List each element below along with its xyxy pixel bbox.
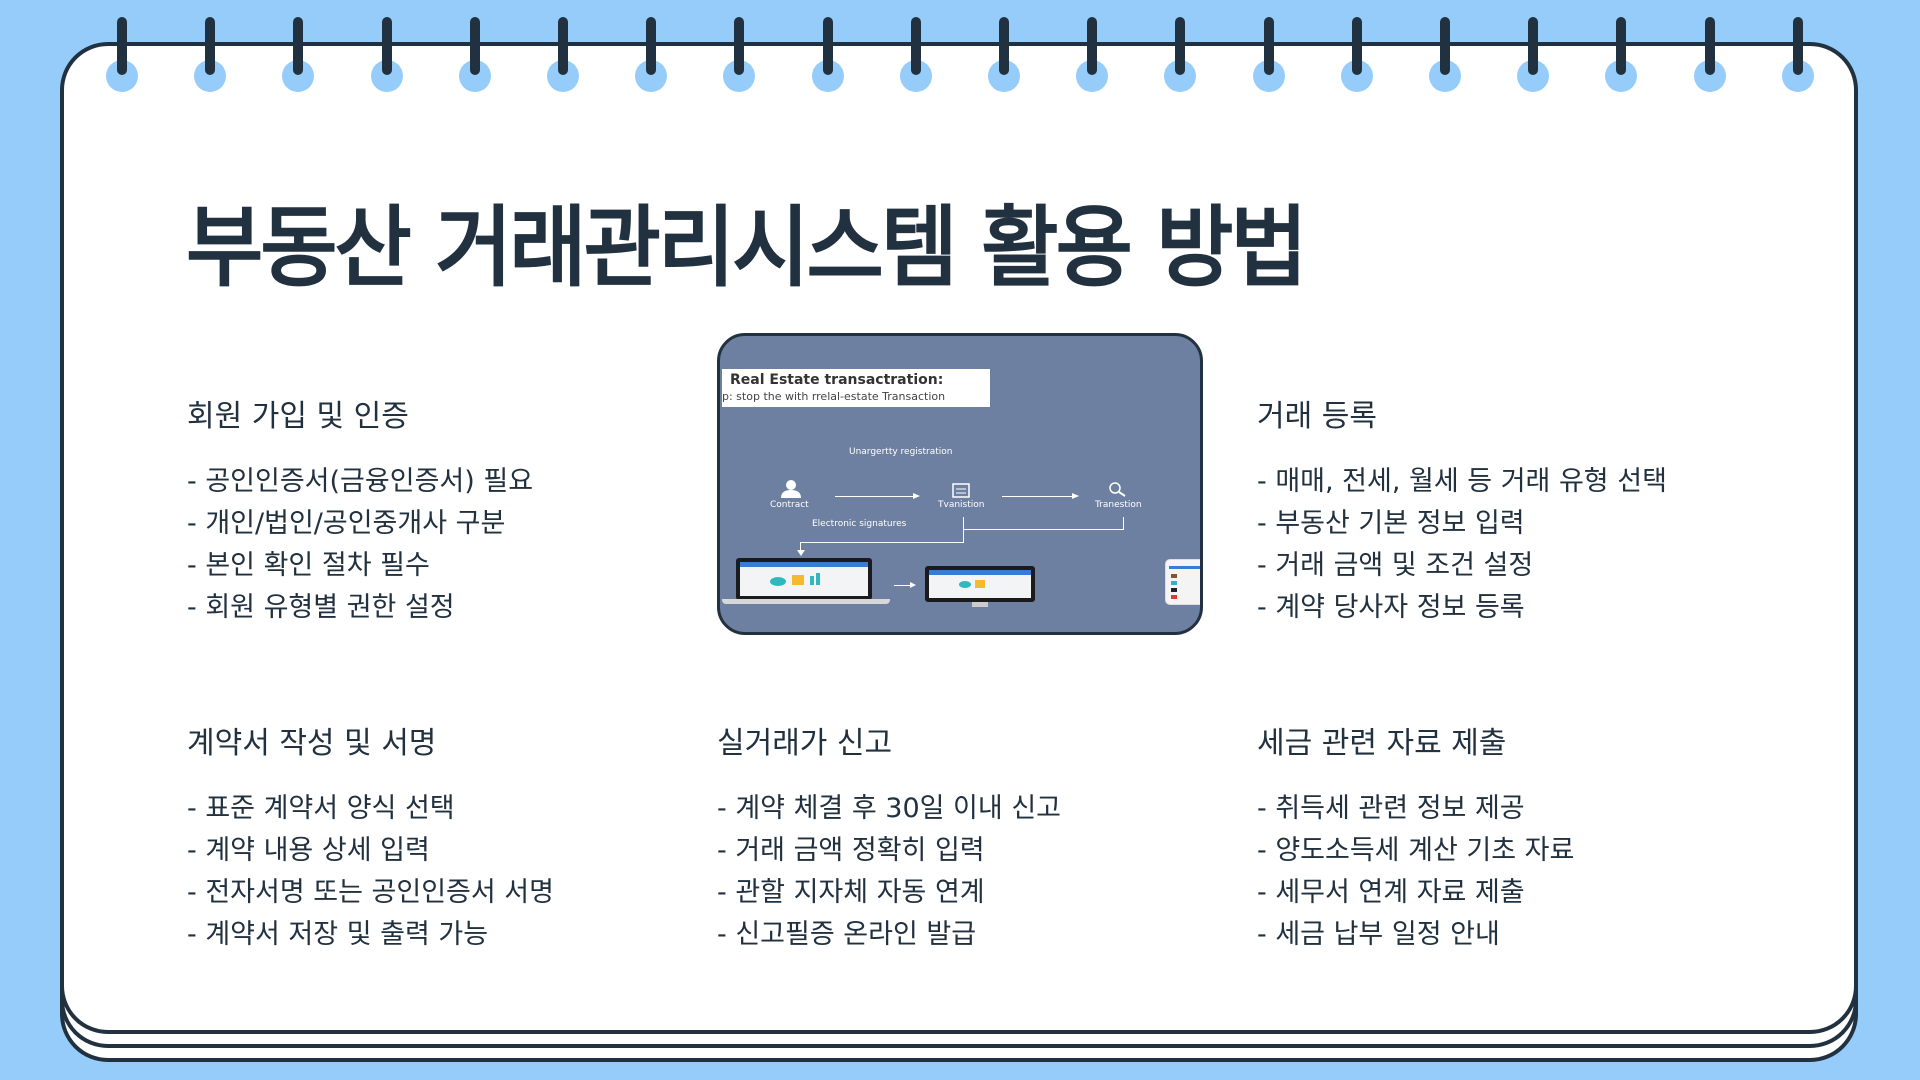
arrow-right (835, 496, 915, 497)
arrow-right (894, 585, 912, 586)
section-heading: 회원 가입 및 인증 (187, 399, 409, 434)
section-report: 실거래가 신고 - 계약 체결 후 30일 이내 신고 - 거래 금액 정확히 … (717, 726, 1061, 956)
spiral-ring-icon (1340, 0, 1373, 100)
spiral-ring-icon (899, 0, 932, 100)
spiral-ring-icon (1076, 0, 1109, 100)
spiral-ring-icon (106, 0, 138, 100)
diagram-label: Real Estate transactration: p: stop the … (722, 369, 990, 407)
spiral-ring-icon (458, 0, 491, 100)
connector-line (963, 529, 1124, 530)
connector-line (1123, 517, 1124, 530)
list-item: - 취득세 관련 정보 제공 (1257, 793, 1525, 824)
spiral-ring-icon (988, 0, 1020, 100)
user-icon (781, 480, 801, 498)
spiral-ring-icon (1252, 0, 1285, 100)
spiral-ring-icon (1781, 0, 1814, 100)
search-icon (1109, 482, 1126, 497)
arrow-head-icon (913, 493, 920, 499)
spiral-ring-icon (370, 0, 403, 100)
spiral-ring-icon (1693, 0, 1726, 100)
page-title: 부동산 거래관리시스템 활용 방법 (186, 195, 1308, 299)
list-item: - 세무서 연계 자료 제출 (1257, 877, 1525, 908)
list-item: - 개인/법인/공인중개사 구분 (187, 508, 506, 539)
section-tax: 세금 관련 자료 제출 - 취득세 관련 정보 제공 - 양도소득세 계산 기초… (1257, 726, 1574, 956)
section-heading: 계약서 작성 및 서명 (187, 726, 437, 761)
list-item: - 표준 계약서 양식 선택 (187, 793, 455, 824)
list-item: - 회원 유형별 권한 설정 (187, 592, 455, 623)
diagram-node-contract: Contract (770, 500, 809, 510)
connector-line (800, 542, 964, 543)
section-heading: 세금 관련 자료 제출 (1257, 726, 1507, 761)
list-item: - 부동산 기본 정보 입력 (1257, 508, 1525, 539)
diagram-label-subtitle: p: stop the with rrelal-estate Transacti… (722, 390, 946, 403)
list-item: - 계약 내용 상세 입력 (187, 835, 430, 866)
calendar-list-icon (952, 483, 970, 498)
list-item: - 계약 체결 후 30일 이내 신고 (717, 793, 1061, 824)
list-item: - 계약서 저장 및 출력 가능 (187, 919, 489, 950)
spiral-ring-icon (1517, 0, 1550, 100)
monitor-illustration (925, 566, 1035, 602)
list-item: - 양도소득세 계산 기초 자료 (1257, 835, 1575, 866)
spiral-ring-icon (1164, 0, 1197, 100)
diagram-node-tranestion: Tranestion (1095, 500, 1142, 510)
connector-line (800, 542, 801, 552)
diagram-top-caption: Unargertty registration (849, 447, 953, 457)
arrow-head-icon (910, 582, 916, 588)
arrow-down-icon (797, 550, 805, 556)
spiral-ring-icon (1605, 0, 1638, 100)
connector-line (963, 517, 964, 543)
laptop-illustration (736, 558, 872, 600)
section-signup: 회원 가입 및 인증 - 공인인증서(금융인증서) 필요 - 개인/법인/공인중… (187, 399, 533, 629)
arrow-head-icon (1072, 493, 1079, 499)
section-heading: 거래 등록 (1257, 399, 1377, 434)
spiral-ring-icon (547, 0, 579, 100)
diagram-bottom-caption: Electronic signatures (812, 519, 907, 529)
section-registration: 거래 등록 - 매매, 전세, 월세 등 거래 유형 선택 - 부동산 기본 정… (1257, 399, 1667, 629)
spiral-ring-icon (635, 0, 668, 100)
process-diagram-image: Real Estate transactration: p: stop the … (717, 333, 1203, 635)
list-item: - 거래 금액 및 조건 설정 (1257, 550, 1534, 581)
laptop-base (722, 599, 890, 604)
spiral-ring-icon (811, 0, 844, 100)
spiral-ring-icon (194, 0, 227, 100)
diagram-label-title: Real Estate transactration: (730, 372, 944, 388)
spiral-binding (0, 0, 1920, 100)
section-heading: 실거래가 신고 (717, 726, 893, 761)
list-item: - 계약 당사자 정보 등록 (1257, 592, 1525, 623)
list-item: - 매매, 전세, 월세 등 거래 유형 선택 (1257, 466, 1667, 497)
list-item: - 관할 지자체 자동 연계 (717, 877, 985, 908)
spiral-ring-icon (723, 0, 756, 100)
list-item: - 공인인증서(금융인증서) 필요 (187, 466, 534, 497)
list-item: - 전자서명 또는 공인인증서 서명 (187, 877, 554, 908)
arrow-right (1002, 496, 1074, 497)
list-item: - 본인 확인 절차 필수 (187, 550, 430, 581)
list-item: - 세금 납부 일정 안내 (1257, 919, 1500, 950)
spiral-ring-icon (1429, 0, 1461, 100)
phone-illustration (1165, 559, 1200, 605)
list-item: - 거래 금액 정확히 입력 (717, 835, 985, 866)
monitor-stand (972, 602, 988, 607)
diagram-node-tvanistion: Tvanistion (938, 500, 985, 510)
spiral-ring-icon (282, 0, 315, 100)
section-contract: 계약서 작성 및 서명 - 표준 계약서 양식 선택 - 계약 내용 상세 입력… (187, 726, 554, 956)
list-item: - 신고필증 온라인 발급 (717, 919, 977, 950)
